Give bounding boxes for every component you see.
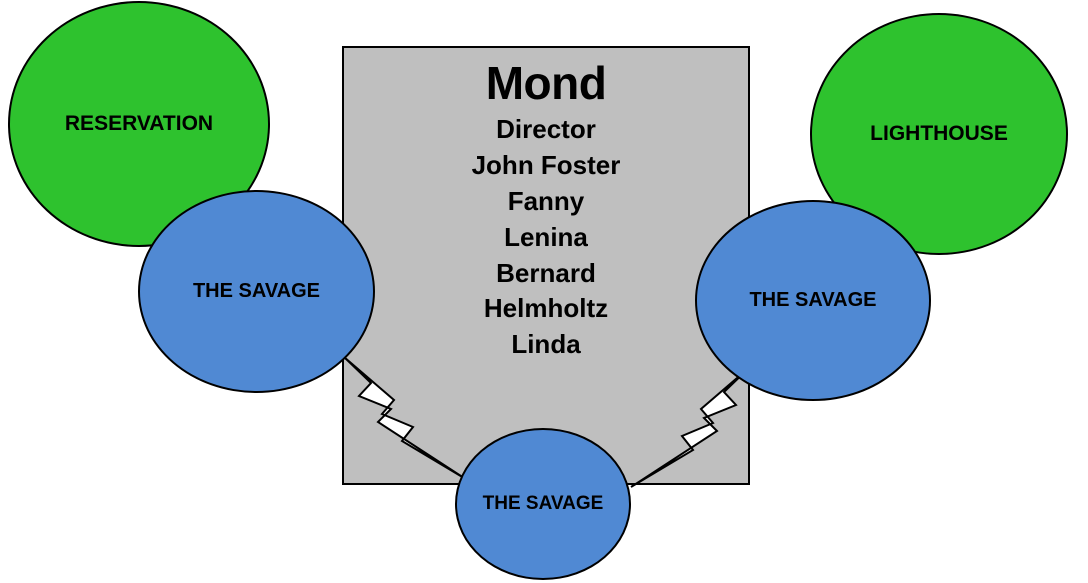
node-savage-right-label: THE SAVAGE (749, 289, 877, 311)
panel-name-bernard: Bernard (496, 257, 596, 288)
panel-name-lenina: Lenina (504, 221, 588, 252)
mond-panel-text-stack: Mond Director John Foster Fanny Lenina B… (344, 48, 748, 363)
panel-name-linda: Linda (511, 329, 581, 360)
panel-title-mond: Mond (485, 57, 607, 109)
node-savage-right[interactable]: THE SAVAGE (695, 200, 931, 401)
node-savage-left-label: THE SAVAGE (192, 280, 321, 302)
node-savage-bottom-label: THE SAVAGE (482, 493, 604, 515)
node-reservation-label: RESERVATION (64, 111, 214, 135)
node-lighthouse-label: LIGHTHOUSE (870, 121, 1008, 145)
panel-name-director: Director (496, 114, 596, 144)
panel-name-john-foster: John Foster (471, 149, 621, 180)
node-savage-left[interactable]: THE SAVAGE (138, 190, 375, 393)
panel-name-fanny: Fanny (507, 185, 585, 216)
panel-name-helmholtz: Helmholtz (483, 293, 609, 324)
node-savage-bottom[interactable]: THE SAVAGE (455, 428, 631, 580)
mond-panel[interactable]: Mond Director John Foster Fanny Lenina B… (342, 46, 750, 485)
